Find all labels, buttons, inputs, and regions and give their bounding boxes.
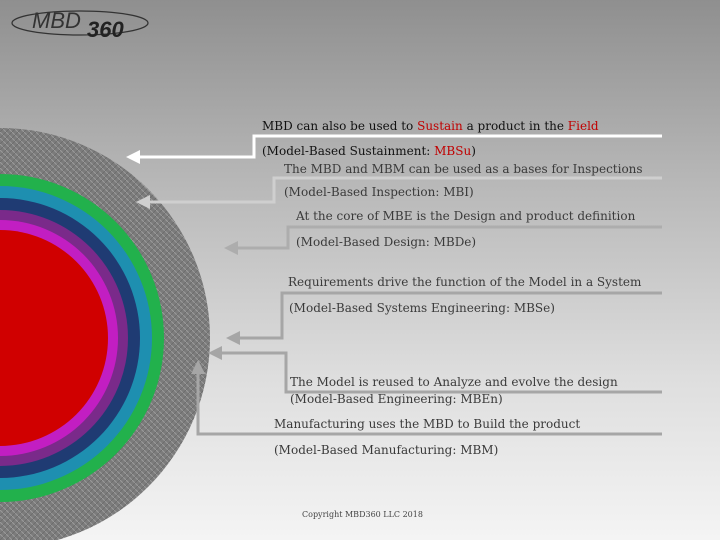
- arrow-mbsu: [126, 134, 662, 164]
- mbsu-statement: MBD can also be used to Sustain a produc…: [262, 119, 599, 133]
- mbse-label: (Model-Based Systems Engineering: MBSe): [289, 301, 555, 315]
- arrow-mbm: [191, 360, 662, 436]
- mbse-statement: Requirements drive the function of the M…: [288, 275, 642, 289]
- copyright-notice: Copyright MBD360 LLC 2018: [302, 510, 423, 519]
- mbd360-logo: MBD 360: [10, 6, 150, 42]
- mbi-label: (Model-Based Inspection: MBI): [284, 185, 474, 199]
- arrow-mbi: [136, 176, 662, 209]
- arrow-mben: [208, 346, 662, 394]
- arrow-mbse: [226, 291, 662, 345]
- logo-number: 360: [87, 17, 124, 42]
- mbsu-label: (Model-Based Sustainment: MBSu): [262, 144, 476, 158]
- arrow-mbde: [224, 225, 662, 255]
- mbm-statement: Manufacturing uses the MBD to Build the …: [274, 417, 581, 431]
- mben-statement: The Model is reused to Analyze and evolv…: [290, 375, 618, 389]
- mben-label: (Model-Based Engineering: MBEn): [290, 392, 503, 406]
- mbi-statement: The MBD and MBM can be used as a bases f…: [284, 162, 643, 176]
- mbde-label: (Model-Based Design: MBDe): [296, 235, 477, 249]
- mbm-label: (Model-Based Manufacturing: MBM): [274, 443, 499, 457]
- ring-core-red: [0, 230, 108, 446]
- logo-brand: MBD: [32, 8, 81, 33]
- logo-swoosh-icon: [11, 10, 149, 36]
- mbde-statement: At the core of MBE is the Design and pro…: [296, 209, 636, 223]
